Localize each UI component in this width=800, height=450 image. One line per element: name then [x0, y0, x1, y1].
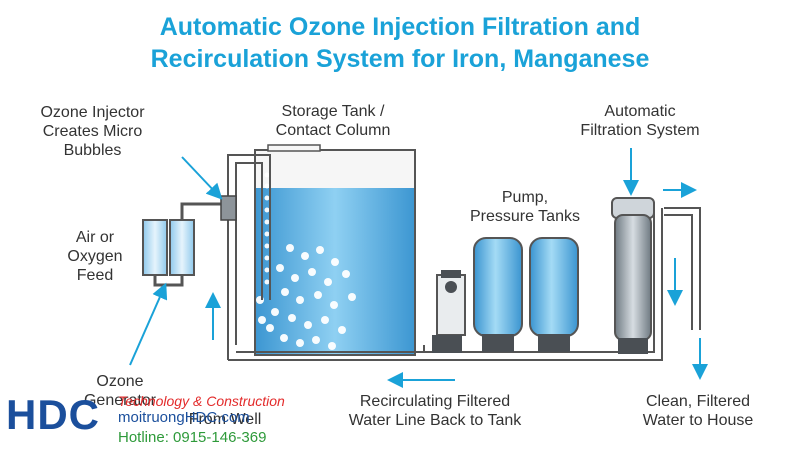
bubble [348, 293, 356, 301]
bubble [296, 339, 304, 347]
pressure-tanks [473, 237, 579, 352]
bubble [314, 291, 322, 299]
bubble [304, 321, 312, 329]
pump [432, 270, 466, 353]
bubble [342, 270, 350, 278]
bubble [330, 301, 338, 309]
brand-website[interactable]: moitruongHDC.com [118, 409, 250, 426]
bubble [321, 316, 329, 324]
ozone-bubbles [256, 172, 356, 350]
bubble [288, 314, 296, 322]
arrow-to-injector [181, 156, 223, 200]
bubble [264, 219, 270, 225]
bubble [338, 326, 346, 334]
flow-arrows [129, 148, 708, 388]
bubble [264, 255, 270, 261]
bubble [281, 288, 289, 296]
bubble [264, 207, 270, 213]
bubble [301, 252, 309, 260]
bubble [264, 183, 270, 189]
bubble [258, 316, 266, 324]
bubble [264, 267, 270, 273]
air-oxygen-cylinders [142, 202, 224, 287]
label-storage-tank: Storage Tank /Contact Column [275, 103, 391, 139]
label-pump-pressure-tanks: Pump,Pressure Tanks [470, 189, 580, 225]
bubble [296, 296, 304, 304]
brand-hotline: Hotline: 0915-146-369 [118, 429, 267, 446]
label-from-well: From Well [188, 411, 262, 428]
bubble [266, 324, 274, 332]
brand-logo: HDC [6, 391, 100, 438]
bubble [316, 246, 324, 254]
bubble [308, 268, 316, 276]
bubble [264, 243, 270, 249]
bubble [280, 334, 288, 342]
bubble [291, 274, 299, 282]
storage-tank [254, 144, 416, 356]
bubble [264, 231, 270, 237]
diagram-title-line-1: Automatic Ozone Injection Filtration and [159, 13, 641, 41]
diagram-title-line-2: Recirculation System for Iron, Manganese [150, 45, 650, 73]
bubble [328, 342, 336, 350]
pipes [227, 154, 701, 361]
arrow-ozone-generator [129, 282, 168, 366]
brand-tagline: Technology & Construction [118, 393, 285, 409]
filtration-unit [611, 197, 655, 354]
bubble [331, 258, 339, 266]
bubble [324, 278, 332, 286]
bubble [286, 244, 294, 252]
bubble [271, 308, 279, 316]
bubble [264, 279, 270, 285]
bubble [264, 172, 270, 178]
ozone-injector-valve [220, 195, 237, 221]
bubble [264, 195, 270, 201]
bubble [312, 336, 320, 344]
bubble [276, 264, 284, 272]
